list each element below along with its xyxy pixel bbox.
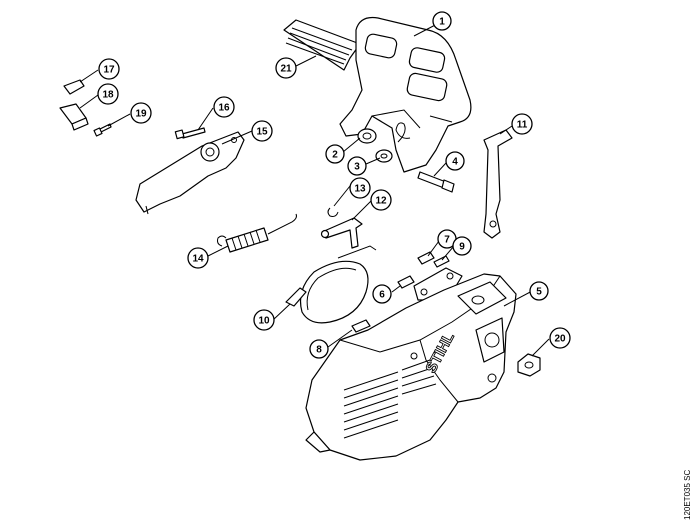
callout-3: 3 — [347, 156, 367, 176]
callout-17: 17 — [98, 58, 120, 80]
svg-text:11: 11 — [517, 120, 528, 131]
callout-13: 13 — [349, 177, 371, 199]
svg-text:19: 19 — [135, 109, 147, 120]
part-9-pin — [433, 255, 450, 268]
svg-text:16: 16 — [218, 103, 230, 114]
callout-20: 20 — [549, 327, 571, 349]
callout-10: 10 — [253, 309, 275, 331]
part-13-circlip — [327, 207, 339, 217]
part-12-lever — [320, 217, 363, 249]
part-7-pin — [417, 251, 435, 265]
svg-text:4: 4 — [452, 157, 458, 168]
callout-8: 8 — [309, 339, 329, 359]
part-11-brake-lever — [483, 129, 513, 239]
svg-text:5: 5 — [536, 287, 542, 298]
cooling-slots — [343, 359, 437, 439]
svg-text:6: 6 — [379, 290, 385, 301]
callouts: 1 2 3 4 5 6 7 8 9 10 11 12 13 14 15 16 1… — [97, 11, 571, 359]
callout-18: 18 — [97, 83, 119, 105]
part-5-sprocket-cover: STIHL — [305, 273, 517, 461]
svg-text:17: 17 — [103, 65, 115, 76]
part-21-rubber-pad — [283, 19, 361, 71]
callout-2: 2 — [325, 144, 345, 164]
callout-11: 11 — [511, 113, 533, 135]
part-6-pin — [397, 275, 415, 289]
callout-4: 4 — [445, 151, 465, 171]
part-10-brake-band — [285, 245, 377, 324]
callout-14: 14 — [187, 247, 209, 269]
svg-text:12: 12 — [375, 196, 387, 207]
part-14-spring — [217, 213, 297, 253]
svg-text:7: 7 — [444, 235, 450, 246]
svg-text:3: 3 — [354, 162, 360, 173]
svg-text:15: 15 — [256, 127, 268, 138]
svg-text:8: 8 — [316, 345, 322, 356]
part-8-pin — [351, 319, 371, 333]
callout-9: 9 — [452, 236, 472, 256]
part-19-screw — [93, 123, 112, 137]
callout-19: 19 — [130, 102, 152, 124]
part-2-bushing — [357, 128, 377, 144]
callout-5: 5 — [529, 281, 549, 301]
svg-text:14: 14 — [192, 254, 204, 265]
callout-12: 12 — [370, 189, 392, 211]
part-16-screw — [174, 127, 206, 140]
callout-21: 21 — [275, 57, 297, 79]
svg-text:2: 2 — [332, 150, 338, 161]
part-15-bracket — [135, 131, 245, 215]
callout-15: 15 — [251, 120, 273, 142]
callout-16: 16 — [213, 96, 235, 118]
part-4-bolt — [417, 171, 455, 193]
leader-lines — [79, 21, 550, 357]
part-1-hand-guard — [339, 16, 472, 173]
svg-text:21: 21 — [280, 64, 292, 75]
drawing-code: 120ET035 SC — [683, 470, 692, 520]
part-17-button — [63, 79, 85, 95]
svg-text:13: 13 — [354, 184, 366, 195]
part-20-nut — [517, 353, 541, 377]
svg-text:20: 20 — [554, 334, 566, 345]
part-3-washer-spring — [375, 122, 411, 163]
cover-feet — [305, 431, 331, 453]
svg-text:9: 9 — [459, 242, 465, 253]
svg-text:10: 10 — [258, 316, 270, 327]
part-18-clip — [59, 103, 89, 131]
svg-text:18: 18 — [102, 90, 114, 101]
svg-text:1: 1 — [439, 17, 445, 28]
callout-6: 6 — [372, 284, 392, 304]
callout-1: 1 — [432, 11, 452, 31]
